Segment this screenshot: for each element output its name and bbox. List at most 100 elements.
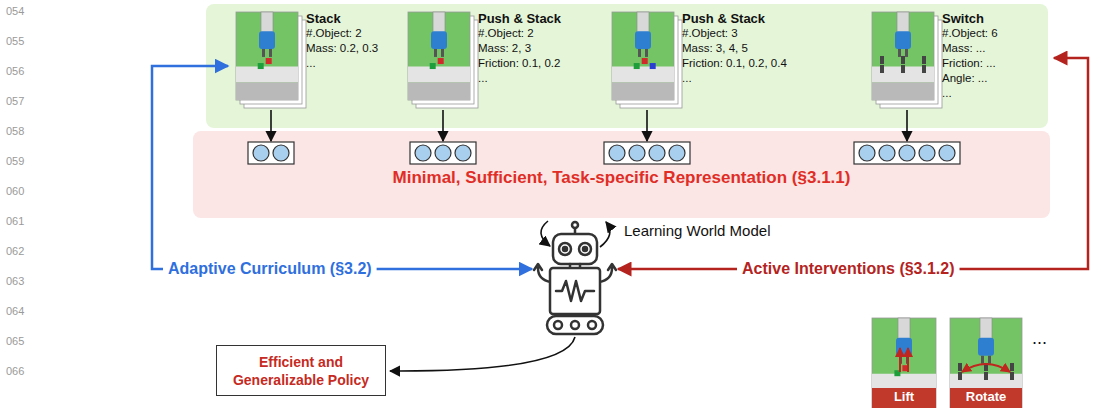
shape — [905, 49, 908, 57]
node-detail: ... — [306, 56, 402, 71]
shape — [645, 49, 648, 57]
node-detail: #.Object: 2 — [306, 26, 402, 41]
shape — [408, 67, 470, 83]
shape — [901, 56, 905, 64]
label-strip — [950, 388, 1022, 408]
curriculum-label: Adaptive Curriculum (§3.2) — [168, 260, 372, 278]
latent-unit — [435, 145, 451, 161]
shape — [408, 12, 470, 100]
label-strip — [872, 388, 936, 408]
connector-arrow — [442, 110, 444, 141]
curriculum-arrow — [377, 268, 532, 271]
latent-vector — [248, 142, 294, 164]
latent-unit — [669, 145, 685, 161]
line-number: 060 — [6, 185, 24, 197]
shape — [612, 82, 674, 100]
shape — [438, 58, 444, 64]
shape — [269, 49, 272, 57]
node-detail: Mass: 3, 4, 5 — [682, 41, 866, 56]
task-panel: Push & Stack#.Object: 3Mass: 3, 4, 5Fric… — [612, 8, 866, 86]
shape — [922, 56, 926, 64]
shape — [650, 63, 656, 69]
curriculum-arrow — [152, 66, 228, 269]
latent-unit — [415, 145, 431, 161]
shape — [262, 49, 265, 57]
shape — [981, 356, 984, 364]
policy-box: Efficient and Generalizable Policy — [216, 345, 386, 396]
node-detail: Mass: ... — [942, 41, 1044, 56]
latent-unit — [919, 145, 935, 161]
latent-vector — [410, 142, 476, 164]
shape — [1010, 372, 1014, 380]
node-detail: Angle: ... — [942, 71, 1044, 86]
representation-band: Minimal, Sufficient, Task-specific Repre… — [193, 131, 1050, 218]
node-detail: Friction: 0.1, 0.2, 0.4 — [682, 56, 866, 71]
shape — [635, 31, 651, 49]
line-number: 059 — [6, 155, 24, 167]
shape — [896, 338, 912, 356]
shape — [634, 63, 640, 69]
line-number: 057 — [6, 95, 24, 107]
task-image — [236, 12, 306, 108]
line-number: 054 — [6, 5, 24, 17]
task-panel: Stack#.Object: 2Mass: 0.2, 0.3... — [236, 8, 402, 71]
shape — [950, 318, 1022, 408]
shape — [236, 67, 298, 83]
shape — [898, 49, 901, 57]
shape — [1010, 363, 1014, 371]
shape — [922, 65, 926, 73]
line-number: 066 — [6, 365, 24, 377]
intervention-name: Lift — [872, 389, 936, 404]
node-title: Switch — [942, 11, 1044, 26]
latent-unit — [879, 145, 895, 161]
shape — [259, 31, 275, 49]
intervention-name: Rotate — [950, 389, 1022, 404]
line-number: 056 — [6, 65, 24, 77]
shape — [408, 82, 470, 100]
shape — [434, 49, 437, 57]
node-detail: ... — [942, 86, 1044, 101]
intervention-arrow — [618, 268, 737, 271]
node-detail: #.Object: 6 — [942, 26, 1044, 41]
curved-arrow — [541, 221, 550, 246]
node-detail: Friction: 0.1, 0.2 — [478, 56, 608, 71]
line-number: 065 — [6, 335, 24, 347]
line-number: 058 — [6, 125, 24, 137]
robot-icon — [534, 222, 616, 334]
latent-unit — [649, 145, 665, 161]
node-detail: #.Object: 3 — [682, 26, 866, 41]
shape — [638, 49, 641, 57]
shape — [236, 82, 298, 100]
lift-arrow — [899, 348, 901, 372]
shape — [988, 356, 991, 364]
latent-unit — [899, 145, 915, 161]
node-detail: #.Object: 2 — [478, 26, 608, 41]
task-image — [408, 12, 478, 108]
latent-unit — [939, 145, 955, 161]
latent-vector — [604, 142, 690, 164]
policy-arrow — [390, 337, 575, 371]
shape — [958, 363, 962, 371]
latent-unit — [455, 145, 471, 161]
shape — [612, 67, 674, 83]
task-image — [872, 12, 942, 108]
shape — [642, 58, 648, 64]
connector-arrow — [906, 110, 908, 141]
ellipsis: ... — [1032, 328, 1047, 349]
shape — [880, 56, 884, 64]
shape — [430, 63, 436, 69]
shape — [441, 49, 444, 57]
intervention-images — [872, 318, 1022, 408]
shape — [958, 372, 962, 380]
connector-arrow — [270, 110, 272, 141]
rotate-arrow — [962, 364, 1010, 372]
shape — [872, 374, 936, 390]
task-panel: Switch#.Object: 6Mass: ...Friction: ...A… — [872, 8, 1044, 101]
latent-unit — [859, 145, 875, 161]
node-title: Push & Stack — [478, 11, 608, 26]
node-detail: Mass: 0.2, 0.3 — [306, 41, 402, 56]
task-band — [206, 4, 1048, 128]
intervention-label: Active Interventions (§3.1.2) — [742, 260, 955, 278]
shape — [984, 372, 988, 380]
node-detail: Mass: 2, 3 — [478, 41, 608, 56]
